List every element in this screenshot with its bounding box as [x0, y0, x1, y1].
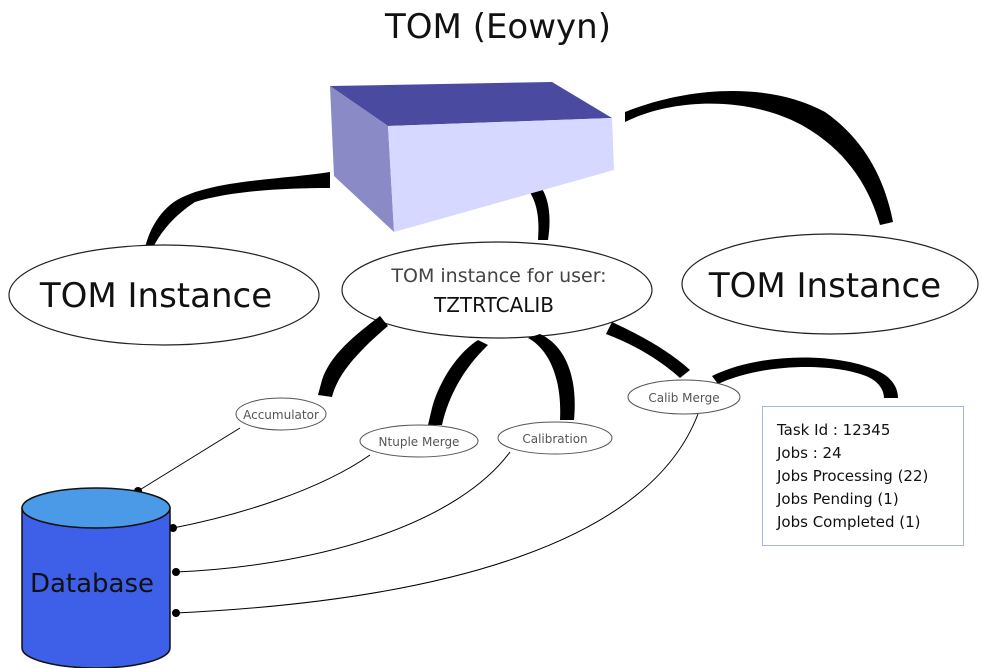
database-cylinder: [21, 487, 171, 668]
link-accumulator-to-database: [137, 427, 241, 492]
connector-user-to-accumulator: [318, 316, 388, 397]
server-block-side: [330, 86, 394, 232]
link-ntuple-merge-to-database: [172, 454, 371, 529]
server-block-front: [388, 118, 614, 232]
link-dot-calibration: [172, 568, 180, 576]
tom-instance-left-label: TOM Instance: [39, 276, 272, 316]
jobs-completed-line: Jobs Completed (1): [777, 513, 921, 531]
connector-user-to-ntuple-merge: [428, 340, 488, 425]
link-calibration-to-database: [175, 451, 511, 573]
connector-calib-merge-to-task-box: [712, 357, 898, 398]
calibration-ellipse: [497, 421, 613, 455]
calib-merge-label: Calib Merge: [648, 391, 719, 405]
ntuple-merge-ellipse: [359, 424, 479, 458]
accumulator-ellipse: [235, 397, 327, 431]
jobs-total-line: Jobs : 24: [777, 444, 842, 462]
task-status-box: Task Id : 12345 Jobs : 24 Jobs Processin…: [762, 406, 964, 546]
connector-server-to-right-instance: [625, 90, 893, 225]
task-id-line: Task Id : 12345: [777, 421, 891, 439]
connector-user-to-calibration: [528, 334, 575, 420]
connector-server-to-user-instance: [527, 186, 550, 240]
database-label: Database: [30, 569, 154, 599]
link-calib-merge-to-database: [175, 413, 699, 614]
connector-server-to-left-instance: [145, 172, 330, 250]
tom-instance-user-ellipse: [341, 241, 653, 339]
diagram-title: TOM (Eowyn): [384, 7, 611, 47]
connector-user-to-calib-merge: [606, 322, 690, 378]
ntuple-merge-label: Ntuple Merge: [379, 435, 460, 449]
jobs-processing-line: Jobs Processing (22): [777, 467, 929, 485]
database-top: [21, 487, 171, 529]
calib-merge-ellipse: [627, 379, 741, 415]
calibration-label: Calibration: [522, 432, 587, 446]
link-dot-ntuple-merge: [169, 524, 177, 532]
tom-instance-right-ellipse: [681, 233, 979, 335]
accumulator-label: Accumulator: [243, 408, 319, 422]
tom-instance-user-label-line2: TZTRTCALIB: [433, 293, 554, 317]
link-dot-calib-merge: [172, 609, 180, 617]
server-block-top: [330, 82, 612, 126]
jobs-pending-line: Jobs Pending (1): [777, 490, 899, 508]
tom-instance-user-label-line1: TOM instance for user:: [390, 265, 606, 287]
tom-instance-left-ellipse: [8, 244, 320, 346]
tom-instance-right-label: TOM Instance: [708, 266, 941, 306]
tom-server-block: [330, 82, 614, 232]
